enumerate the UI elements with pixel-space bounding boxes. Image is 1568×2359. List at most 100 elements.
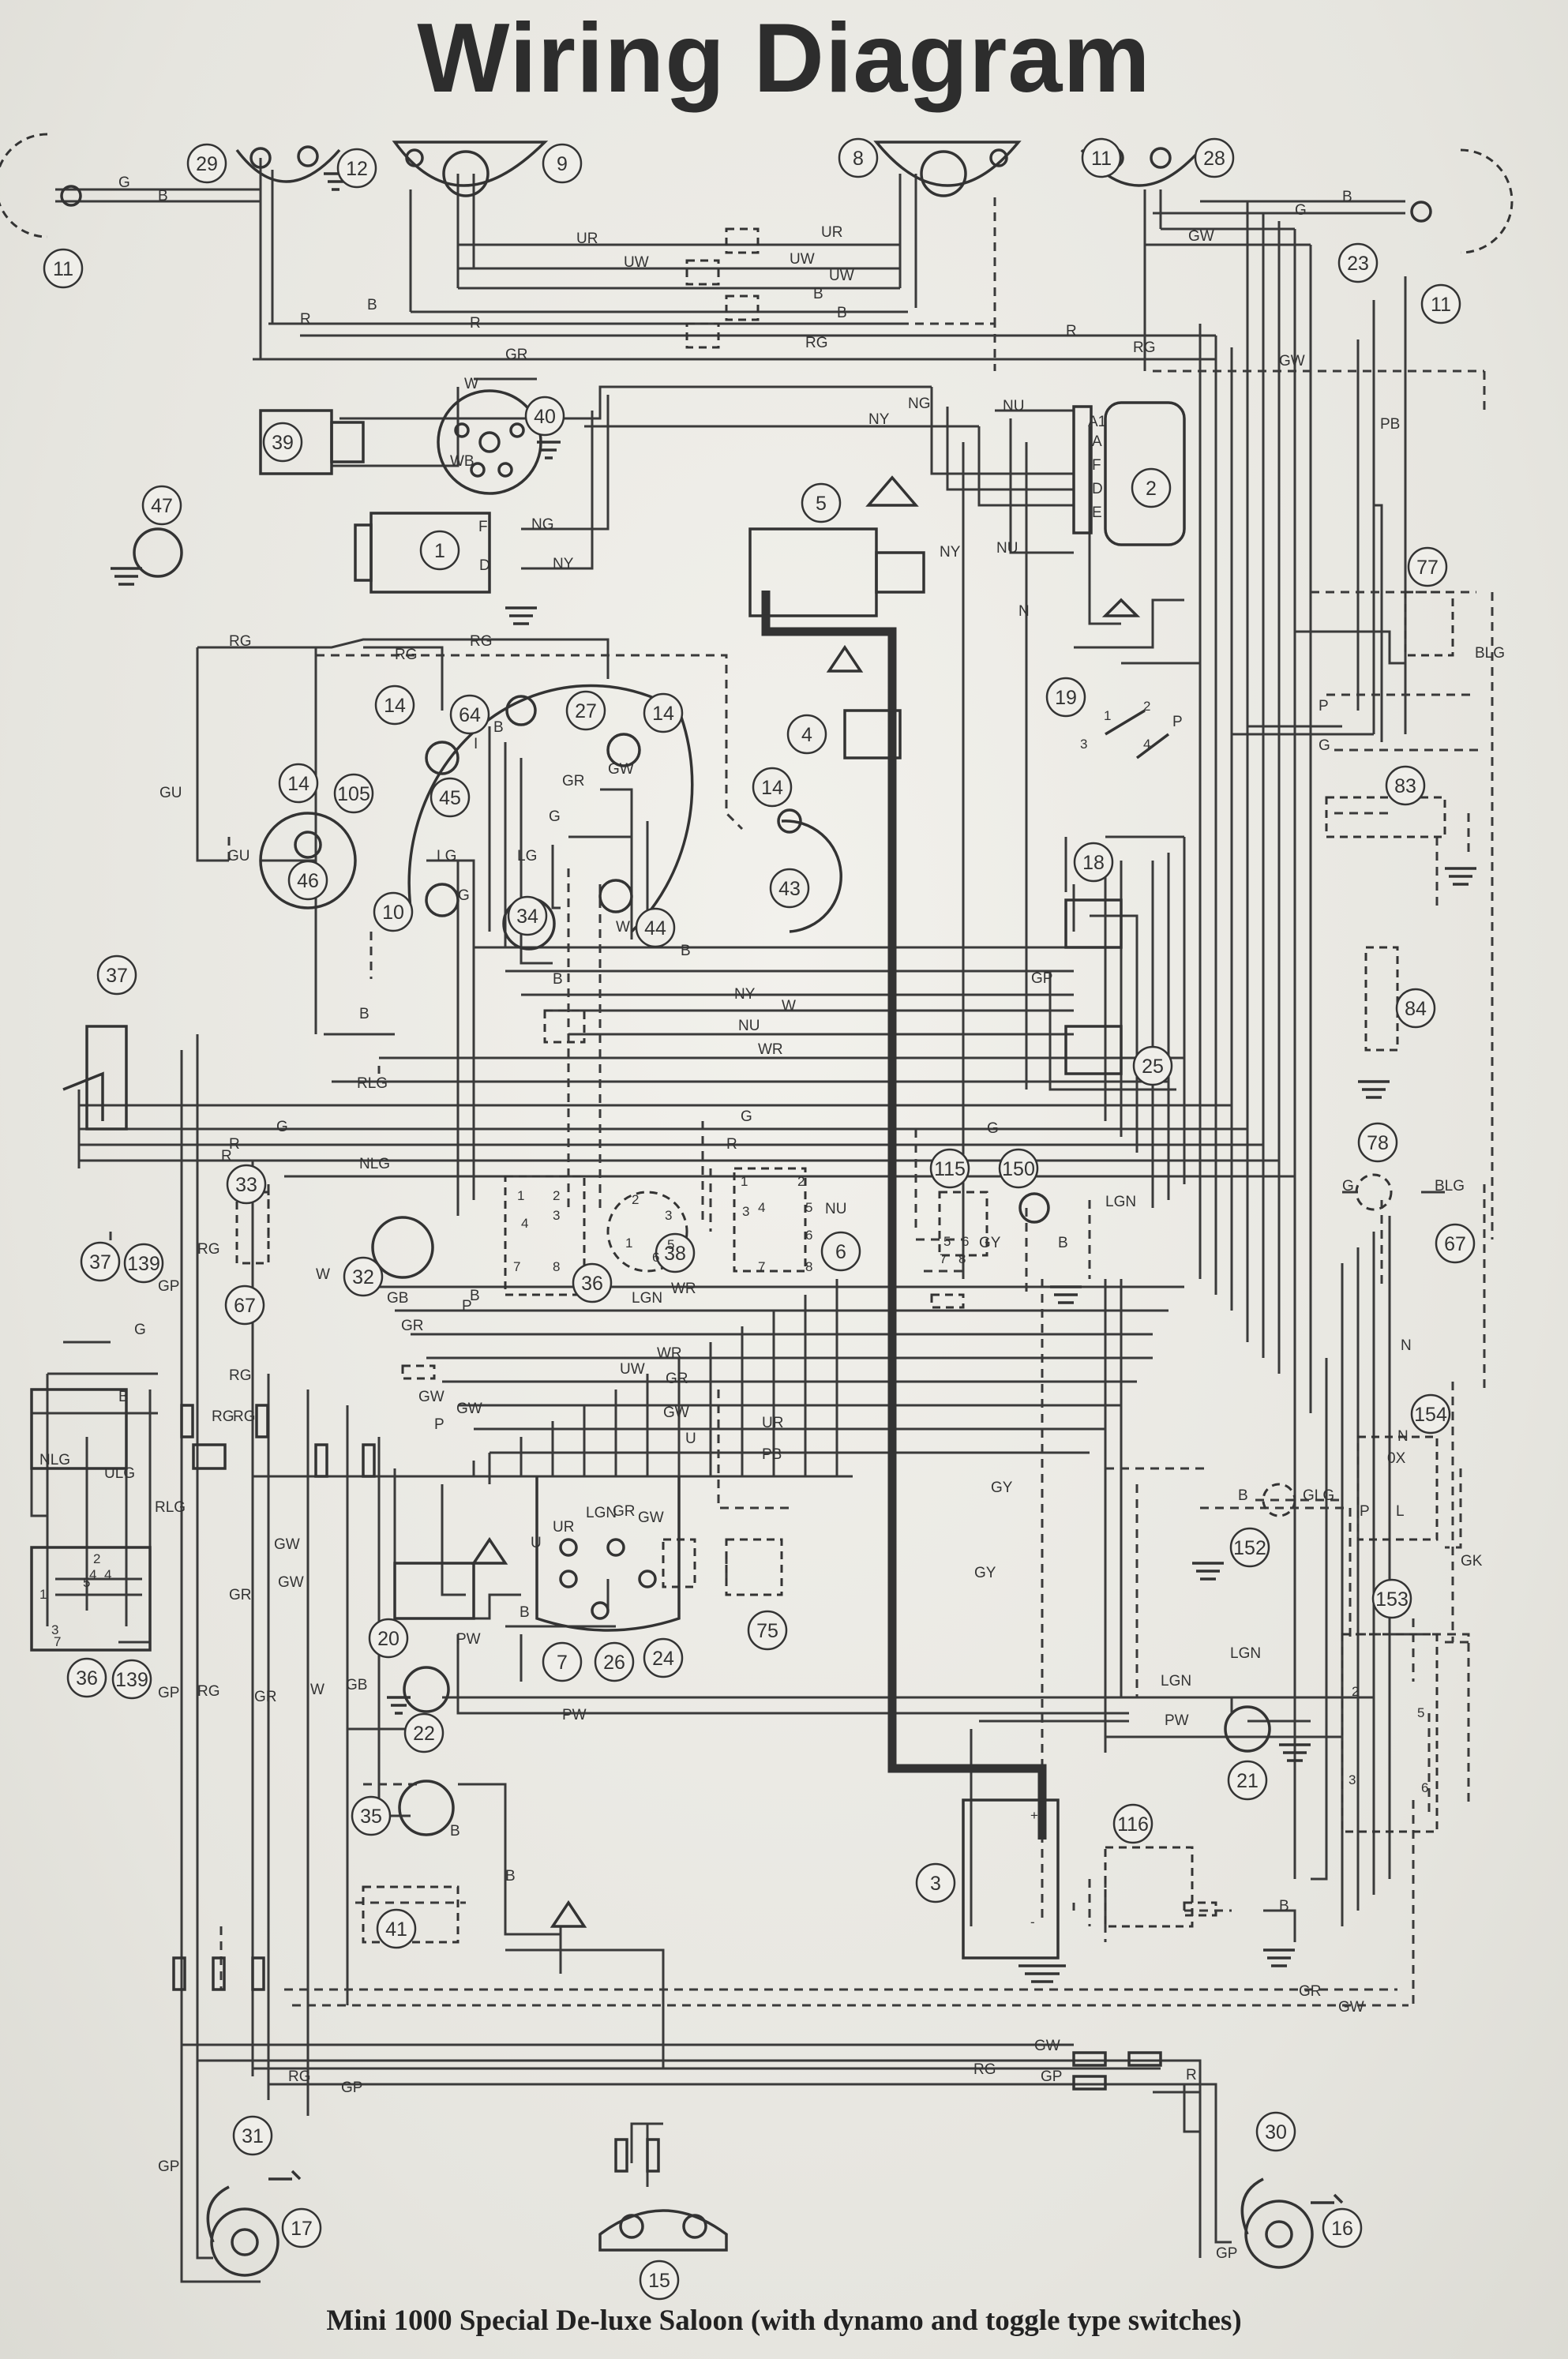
wire-label: UR — [553, 1519, 574, 1536]
wire-label: B — [681, 943, 691, 959]
terminal-label: 2 — [632, 1192, 639, 1207]
component-number-32: 32 — [343, 1256, 384, 1297]
component-116 — [1104, 1846, 1194, 1928]
distributor — [437, 389, 542, 495]
component-83 — [1325, 796, 1446, 838]
component-number-33: 33 — [226, 1164, 267, 1205]
wire-label: GW — [456, 1401, 482, 1417]
svg-text:34: 34 — [516, 906, 538, 928]
wire-label: RG — [288, 2068, 311, 2085]
headlamp-right — [873, 141, 1022, 197]
wire-label: U — [531, 1535, 542, 1551]
wire-label: GW — [663, 1405, 689, 1421]
terminal-label: 6 — [805, 1228, 812, 1243]
svg-text:14: 14 — [384, 695, 406, 717]
svg-text:115: 115 — [934, 1158, 966, 1180]
terminal-label: 3 — [1080, 737, 1087, 752]
panel-lamp — [259, 812, 357, 909]
svg-text:31: 31 — [242, 2125, 264, 2147]
svg-text:116: 116 — [1117, 1813, 1149, 1836]
terminal-label: 5 — [1417, 1705, 1424, 1720]
rear-lamp-left — [206, 2170, 302, 2277]
wire-label: B — [450, 1823, 460, 1840]
svg-text:77: 77 — [1416, 557, 1439, 579]
terminal-label: 4 — [521, 1216, 528, 1231]
wire-label: NG — [531, 516, 554, 533]
svg-text:43: 43 — [778, 878, 801, 900]
component-number-24: 24 — [643, 1637, 684, 1678]
svg-text:67: 67 — [1444, 1233, 1466, 1255]
wire-label: UW — [790, 251, 815, 268]
component-number-29: 29 — [186, 143, 227, 184]
wire-label: B — [553, 971, 563, 988]
component-number-36: 36 — [572, 1262, 613, 1303]
wire-label: GR — [254, 1689, 277, 1705]
wire-label: RG — [470, 633, 493, 650]
component-number-26: 26 — [594, 1641, 635, 1682]
wire-label: D — [1092, 481, 1103, 497]
wire-label: GY — [991, 1480, 1013, 1496]
terminal-label: - — [1030, 1915, 1035, 1930]
svg-text:4: 4 — [801, 724, 812, 746]
wire-label: BLG — [1475, 645, 1505, 662]
component-number-8: 8 — [838, 137, 879, 178]
component-number-14: 14 — [278, 763, 319, 804]
wire-label: G — [134, 1322, 146, 1338]
component-number-11: 11 — [1081, 137, 1122, 178]
wire-label: B — [813, 286, 823, 302]
wire-label: NY — [553, 556, 574, 572]
wire-label: B — [520, 1604, 530, 1621]
wire-label: UR — [821, 224, 842, 241]
wire-label: R — [300, 311, 311, 328]
svg-text:45: 45 — [439, 787, 461, 809]
terminal-label: 7 — [513, 1259, 520, 1274]
wire-label: NLG — [359, 1156, 390, 1172]
terminal-label: 6 — [962, 1234, 969, 1249]
component-number-150: 150 — [998, 1148, 1039, 1189]
wire-label: B — [1342, 189, 1352, 205]
component-41 — [362, 1885, 460, 1944]
terminal-label: 5 — [83, 1575, 90, 1590]
wire-label: GK — [1461, 1553, 1483, 1570]
wire-label: R — [221, 1148, 232, 1164]
wire-label: GP — [1216, 2245, 1237, 2262]
component-number-116: 116 — [1112, 1803, 1153, 1844]
svg-text:75: 75 — [756, 1620, 778, 1642]
wire-label: RG — [229, 633, 252, 650]
wire-label: LGN — [1105, 1194, 1136, 1210]
svg-text:84: 84 — [1405, 998, 1427, 1020]
svg-text:46: 46 — [297, 870, 319, 892]
wire-label: GU — [227, 848, 250, 864]
component-number-12: 12 — [336, 148, 377, 189]
diagram-title: Wiring Diagram — [417, 4, 1151, 113]
wire-label: GR — [229, 1587, 252, 1603]
svg-text:41: 41 — [385, 1918, 407, 1941]
component-number-4: 4 — [786, 714, 827, 755]
wire-label: GB — [346, 1677, 367, 1693]
wire-label: I — [474, 736, 478, 752]
wire-label: GP — [341, 2080, 362, 2096]
component-number-31: 31 — [232, 2115, 273, 2156]
ignition-switch — [535, 1476, 681, 1632]
sidelamp-right — [1410, 148, 1514, 254]
terminal-label: 1 — [39, 1587, 47, 1602]
component-number-139: 139 — [123, 1243, 164, 1284]
wire-label: GY — [979, 1235, 1001, 1251]
wire-label: W — [782, 998, 796, 1014]
svg-text:105: 105 — [337, 783, 370, 805]
component-number-9: 9 — [542, 143, 583, 184]
wire-label: B — [359, 1006, 369, 1022]
wire-label: WR — [758, 1041, 783, 1058]
component-number-83: 83 — [1385, 765, 1426, 806]
dashed-wires — [109, 197, 1494, 2007]
component-number-154: 154 — [1410, 1393, 1451, 1435]
wire-label: LGN — [586, 1505, 617, 1521]
component-number-139: 139 — [111, 1659, 152, 1700]
terminal-label: 2 — [93, 1551, 100, 1566]
number-plate-lamp — [598, 2209, 728, 2252]
component-number-84: 84 — [1395, 988, 1436, 1029]
terminal-label: 4 — [104, 1567, 111, 1582]
wire-label: P — [1360, 1503, 1370, 1520]
wire-label: NY — [734, 986, 756, 1003]
